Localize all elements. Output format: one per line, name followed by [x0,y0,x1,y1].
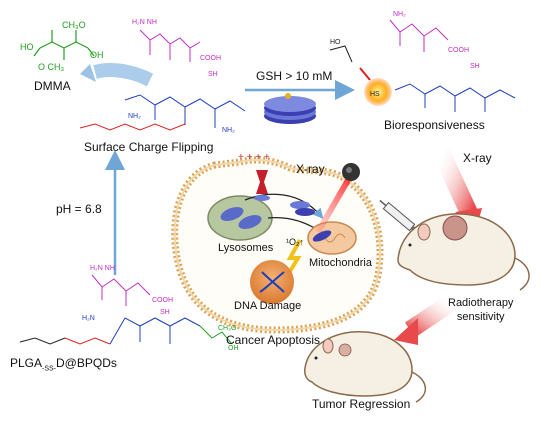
dmma-atoms-right: OH [90,50,104,60]
bioresponsiveness-label: Bioresponsiveness [384,118,485,132]
br-label-hs: HS [370,91,380,98]
plga-suffix: D@BPQDs [56,356,117,370]
radiotherapy-sensitivity-label: Radiotherapy sensitivity [448,296,513,324]
br-label-cooh: COOH [448,47,469,54]
chain-label-sh: SH [208,71,218,78]
bioresponsive-molecule [330,20,515,112]
plga-label-sh: SH [160,309,170,316]
plga-label: PLGA-SS-D@BPQDs [10,356,117,372]
charge-flip-molecule [80,30,245,130]
release-arrow [95,70,150,80]
dmma-molecule [34,30,94,60]
lysosome [208,196,272,240]
dmma-atoms-left: HO [20,42,34,52]
dna-damage [250,260,294,304]
plga-sub: -SS- [42,365,56,372]
chain-label-cooh: COOH [200,55,221,62]
tumor-regression-label: Tumor Regression [312,397,410,411]
singlet-oxygen-label: ¹O₂↑ [286,237,304,247]
positive-charges: + + + + [238,152,270,163]
br-label-sh: SH [470,63,480,70]
dna-damage-label: DNA Damage [234,300,301,312]
dmma-label: DMMA [34,79,71,93]
x-ray-right-label: X-ray [463,151,492,165]
plga-label-green: CH₃O [218,325,237,332]
chain-label-nh2-b: NH₂ [222,127,235,134]
chain-label-nh2-a: NH₂ [128,113,141,120]
plga-label-top: H₂N NH [90,265,115,272]
chain-label-top: H₂N NH [132,19,157,26]
mitochondria-label: Mitochondria [309,257,372,269]
mouse-icon [398,214,529,290]
plga-prefix: PLGA [10,356,42,370]
plga-label-cooh: COOH [152,297,173,304]
mitochondria [308,222,356,254]
dmma-atoms-bottom: O CH₃ [38,62,65,72]
x-ray-center-label: X-ray [296,162,325,176]
nanoparticle-icon [264,93,316,124]
surface-charge-flipping-label: Surface Charge Flipping [84,140,213,154]
br-label-top: NH₂ [393,11,406,18]
plga-label-h2n: H₂N [82,315,95,322]
br-label-ho: HO [330,39,341,46]
lysosomes-label: Lysosomes [218,242,273,254]
dmma-atoms-top: CH₃O [62,20,86,30]
ph-label: pH = 6.8 [56,202,102,216]
gsh-label: GSH > 10 mM [256,69,332,83]
cancer-apoptosis-label: Cancer Apoptosis [226,333,320,347]
